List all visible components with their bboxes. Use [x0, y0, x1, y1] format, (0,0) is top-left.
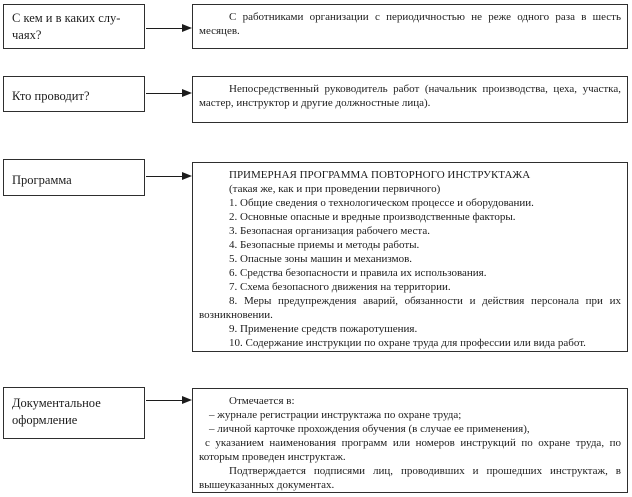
question-when-line1: С кем и в каких слу- — [12, 11, 121, 25]
program-item: 1. Общие сведения о технологическом проц… — [229, 197, 534, 209]
program-item: 7. Схема безопасного движения на террито… — [229, 281, 451, 293]
documents-bullet: – личной карточке прохождения обучения (… — [209, 423, 530, 435]
documents-intro: Отмечается в: — [229, 395, 295, 407]
question-documents-line2: оформление — [12, 412, 78, 427]
program-item: 6. Средства безопасности и правила их ис… — [229, 267, 487, 279]
documents-bullet: – журнале регистрации инструктажа по охр… — [209, 409, 462, 421]
program-item: 10. Содержание инструкции по охране труд… — [229, 337, 586, 349]
arrow-shaft — [146, 92, 182, 94]
arrow-shaft — [146, 175, 182, 177]
arrow-icon-program — [146, 171, 192, 181]
answer-box-who: Непосредственный руководитель работ (нач… — [192, 76, 628, 123]
program-item: 9. Применение средств пожаротушения. — [229, 323, 418, 335]
arrow-icon-who — [146, 88, 192, 98]
program-title: ПРИМЕРНАЯ ПРОГРАММА ПОВТОРНОГО ИНСТРУКТА… — [229, 169, 531, 181]
question-who-text: Кто проводит? — [12, 89, 90, 104]
arrow-head-icon — [182, 172, 192, 180]
answer-box-program: ПРИМЕРНАЯ ПРОГРАММА ПОВТОРНОГО ИНСТРУКТА… — [192, 162, 628, 352]
question-program-text: Программа — [12, 172, 72, 187]
arrow-head-icon — [182, 396, 192, 404]
program-item: 8. Меры предупреждения аварий, обязаннос… — [199, 295, 621, 321]
question-when-line2: чаях? — [12, 27, 42, 42]
answer-box-when: С работниками организации с периодичност… — [192, 4, 628, 49]
documents-final: Подтверждается подписями лиц, проводивши… — [199, 465, 621, 491]
documents-continuation: с указанием наименования программ или но… — [199, 437, 621, 463]
program-item: 2. Основные опасные и вредные производст… — [229, 211, 516, 223]
answer-who-text: Непосредственный руководитель работ (нач… — [199, 83, 621, 109]
arrow-shaft — [146, 27, 182, 29]
program-item: 4. Безопасные приемы и методы работы. — [229, 239, 420, 251]
arrow-icon-when — [146, 23, 192, 33]
answer-box-documents: Отмечается в: – журнале регистрации инст… — [192, 388, 628, 493]
question-box-documents: Документальное оформление — [3, 387, 145, 439]
program-item: 3. Безопасная организация рабочего места… — [229, 225, 430, 237]
answer-when-text: С работниками организации с периодичност… — [199, 11, 621, 37]
question-box-program: Программа — [3, 159, 145, 196]
arrow-shaft — [146, 399, 182, 401]
arrow-head-icon — [182, 89, 192, 97]
question-box-who: Кто проводит? — [3, 76, 145, 112]
question-documents-line1: Документальное — [12, 396, 101, 410]
program-item: 5. Опасные зоны машин и механизмов. — [229, 253, 413, 265]
question-box-when: С кем и в каких слу- чаях? — [3, 4, 145, 49]
program-subtitle: (такая же, как и при проведении первично… — [229, 183, 441, 195]
arrow-icon-documents — [146, 395, 192, 405]
arrow-head-icon — [182, 24, 192, 32]
